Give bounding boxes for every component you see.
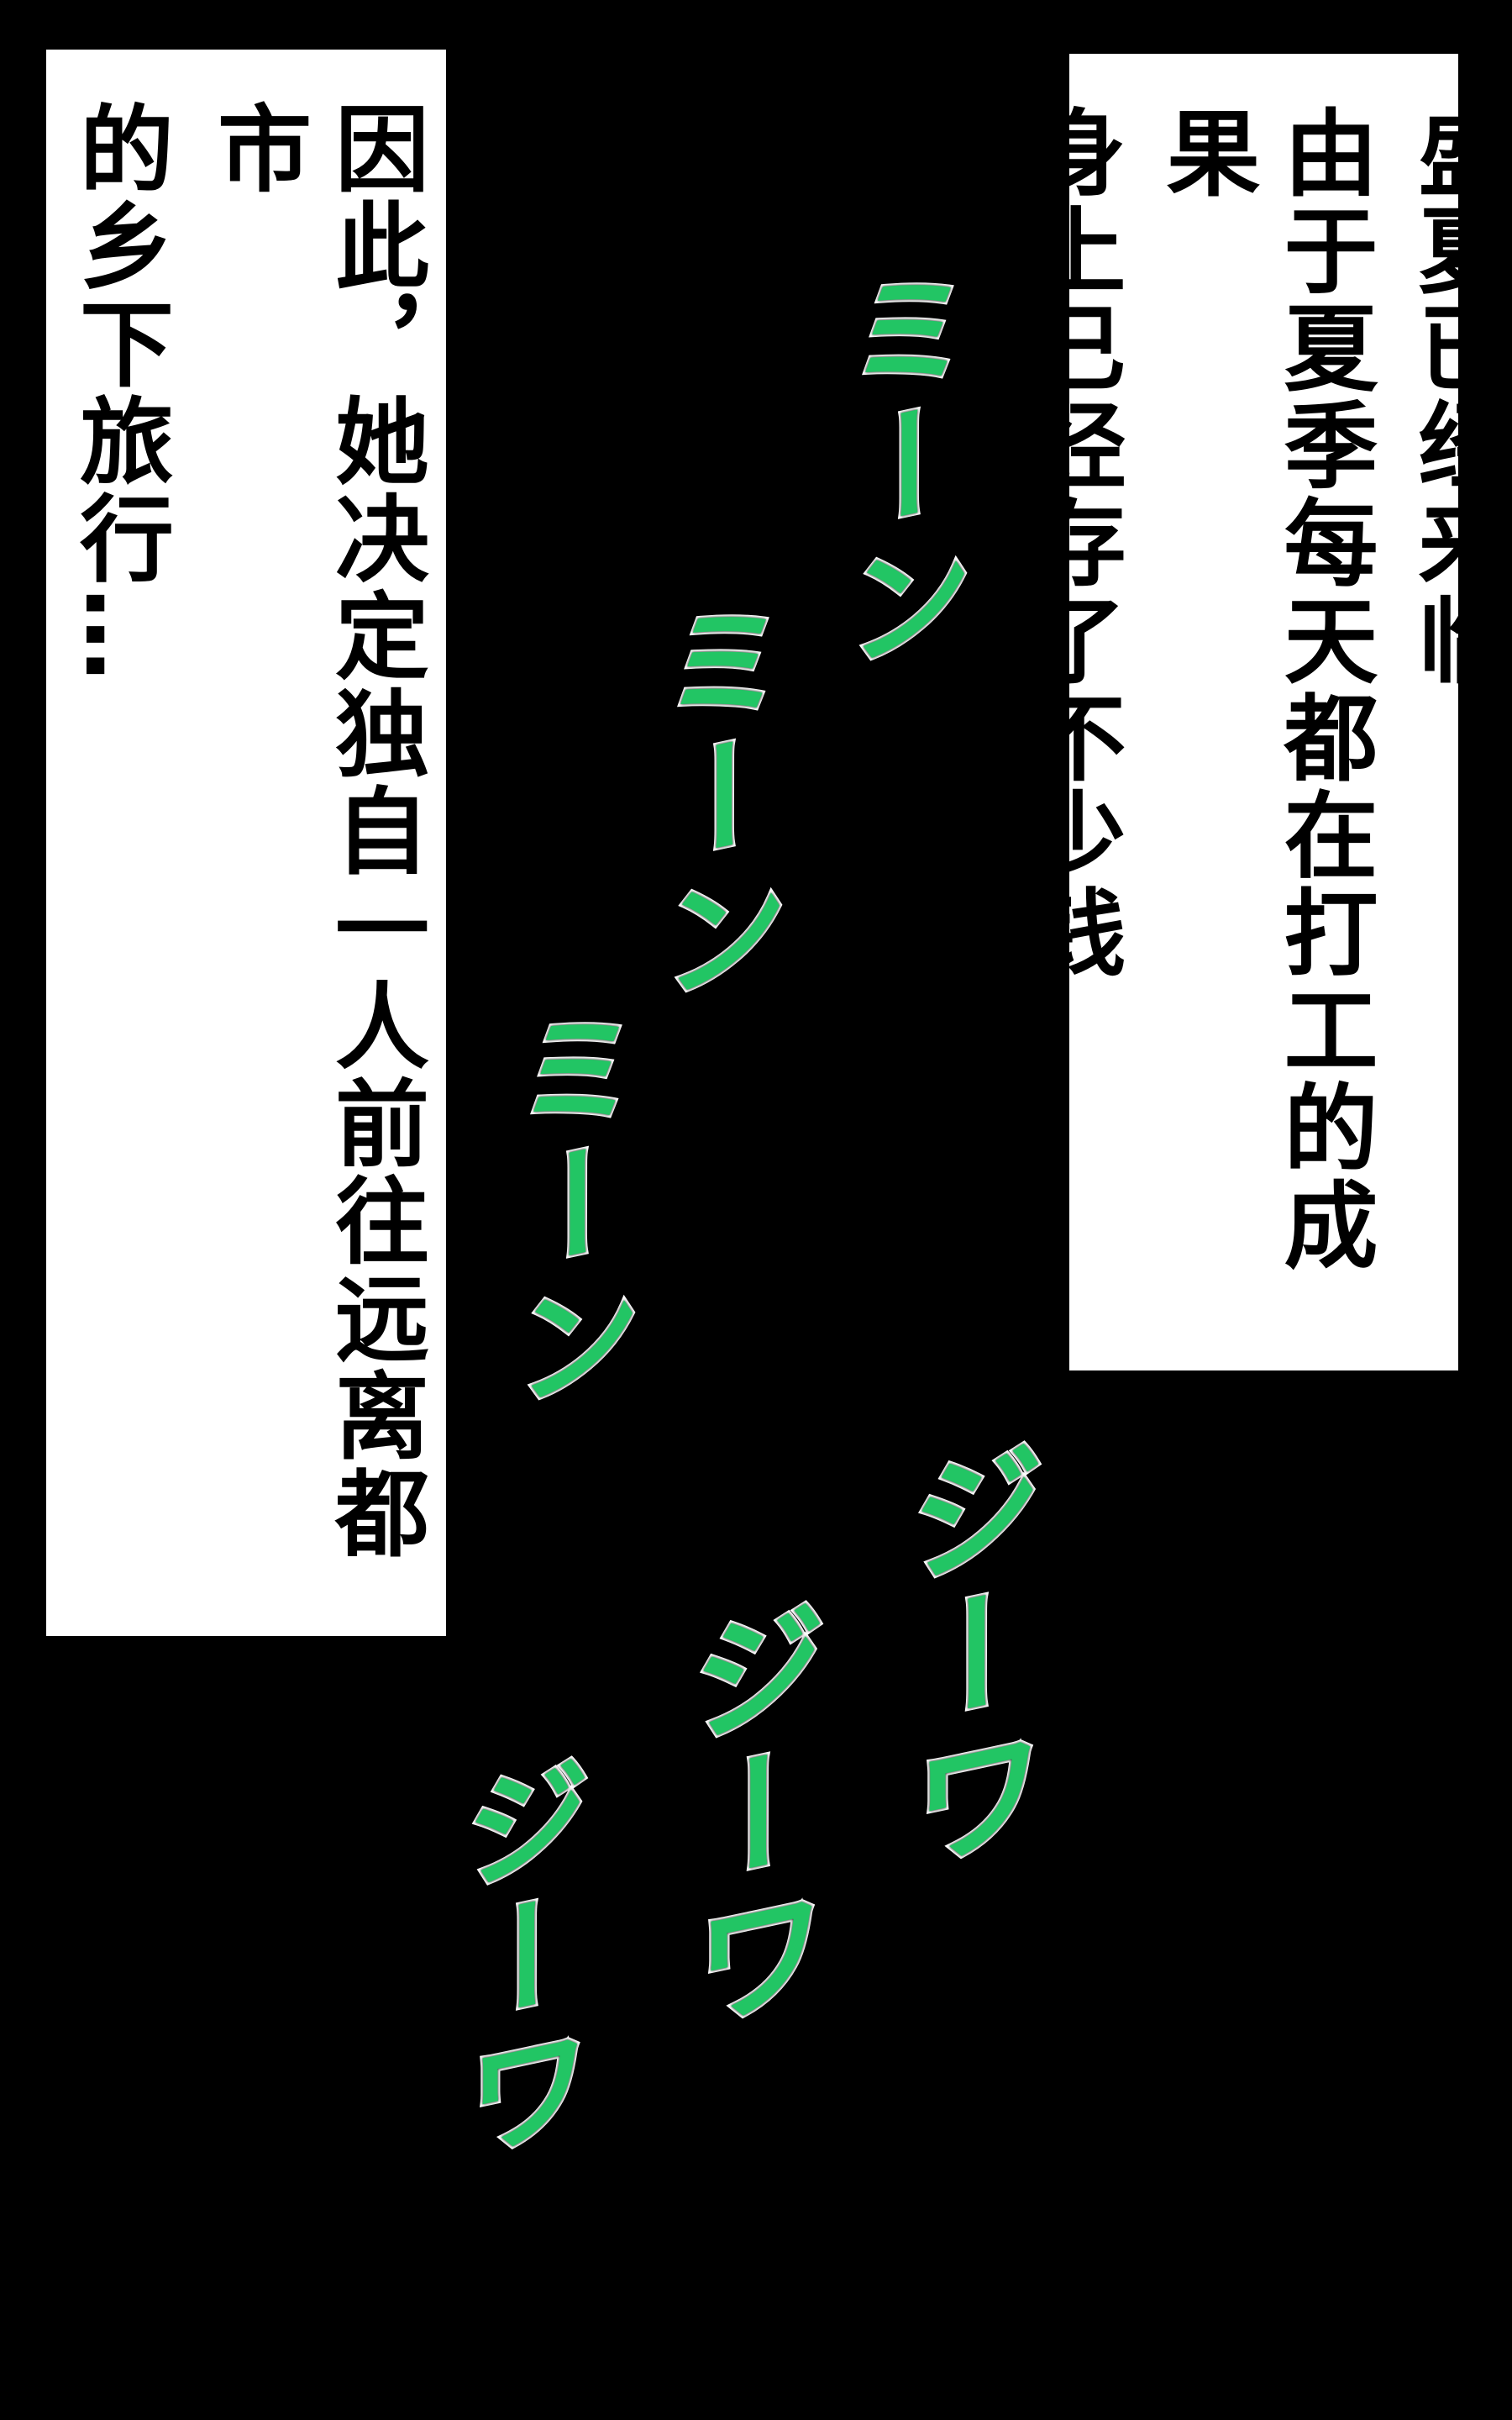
caption-line: 因此，她决定独自一人前往远离都市 xyxy=(202,100,428,1562)
caption-line: 的乡下旅行… xyxy=(64,100,173,685)
sfx-jiiwa: ジーワ xyxy=(885,1426,1047,1893)
caption-box-right: 盛夏已经来临 由于夏季每天都在打工的成果 身上已经存了不少钱 xyxy=(1016,54,1512,1370)
caption-line: 由于夏季每天都在打工的成果 xyxy=(1150,104,1378,1274)
sfx-jiiwa: ジーワ xyxy=(441,1743,592,2182)
caption-line: 身上已经存了不少钱 xyxy=(1016,104,1126,981)
sfx-miin: ミーン xyxy=(491,991,643,1430)
sfx-miin: ミーン xyxy=(823,251,974,691)
caption-line: 盛夏已经来临 xyxy=(1402,104,1512,689)
sfx-jiiwa: ジーワ xyxy=(667,1586,829,2053)
sfx-miin: ミーン xyxy=(638,583,790,1023)
caption-box-left: 因此，她决定独自一人前往远离都市 的乡下旅行… xyxy=(46,50,446,1636)
